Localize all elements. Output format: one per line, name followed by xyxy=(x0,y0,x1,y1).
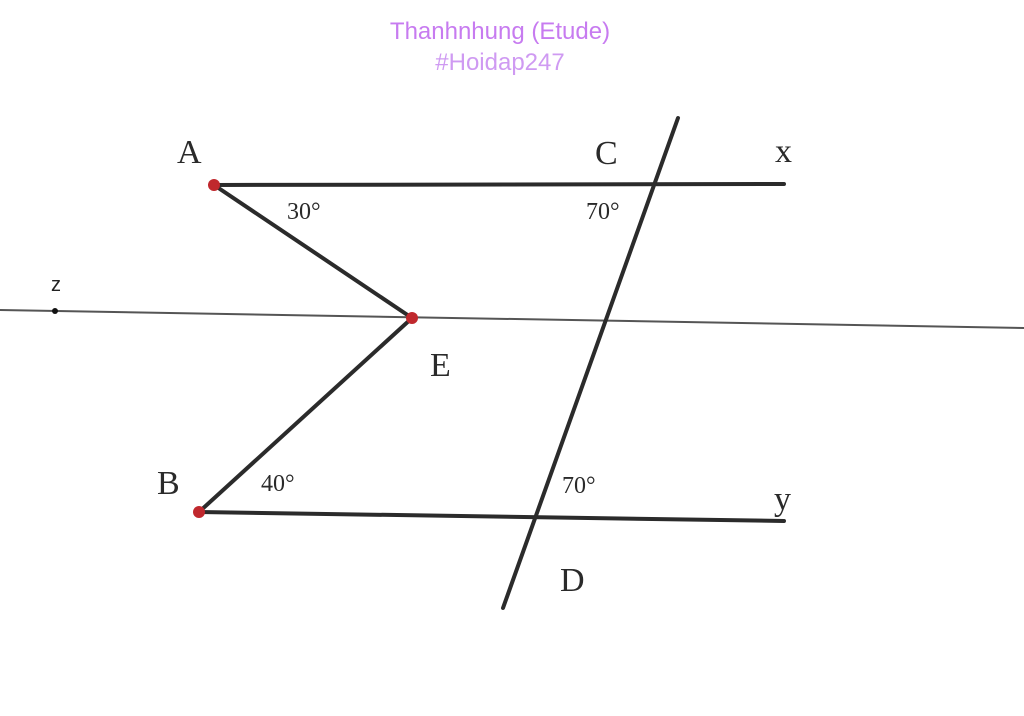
point-b-dot xyxy=(193,506,205,518)
ray-ax xyxy=(212,182,786,187)
point-a-dot xyxy=(208,179,220,191)
label-x: x xyxy=(775,133,792,170)
transversal-cd xyxy=(501,116,680,610)
label-b: B xyxy=(157,465,180,502)
label-a: A xyxy=(177,134,202,171)
label-d: D xyxy=(560,562,585,599)
segment-eb xyxy=(197,316,414,514)
ray-by xyxy=(197,510,786,523)
label-y: y xyxy=(774,481,791,518)
watermark-site-tag: #Hoidap247 xyxy=(435,49,565,76)
watermark-author: Thanhnhung (Etude) xyxy=(389,18,611,45)
angle-label-d: 70° xyxy=(562,473,596,499)
label-e: E xyxy=(430,347,451,384)
angle-label-c: 70° xyxy=(586,199,620,225)
angle-label-a: 30° xyxy=(287,199,321,225)
segment-ae xyxy=(212,183,414,320)
point-e-dot xyxy=(406,312,418,324)
label-c: C xyxy=(595,135,618,172)
label-z: z xyxy=(51,274,61,296)
angle-label-b: 40° xyxy=(261,471,295,497)
line-ez xyxy=(0,309,1024,329)
point-z-dot xyxy=(52,308,58,314)
